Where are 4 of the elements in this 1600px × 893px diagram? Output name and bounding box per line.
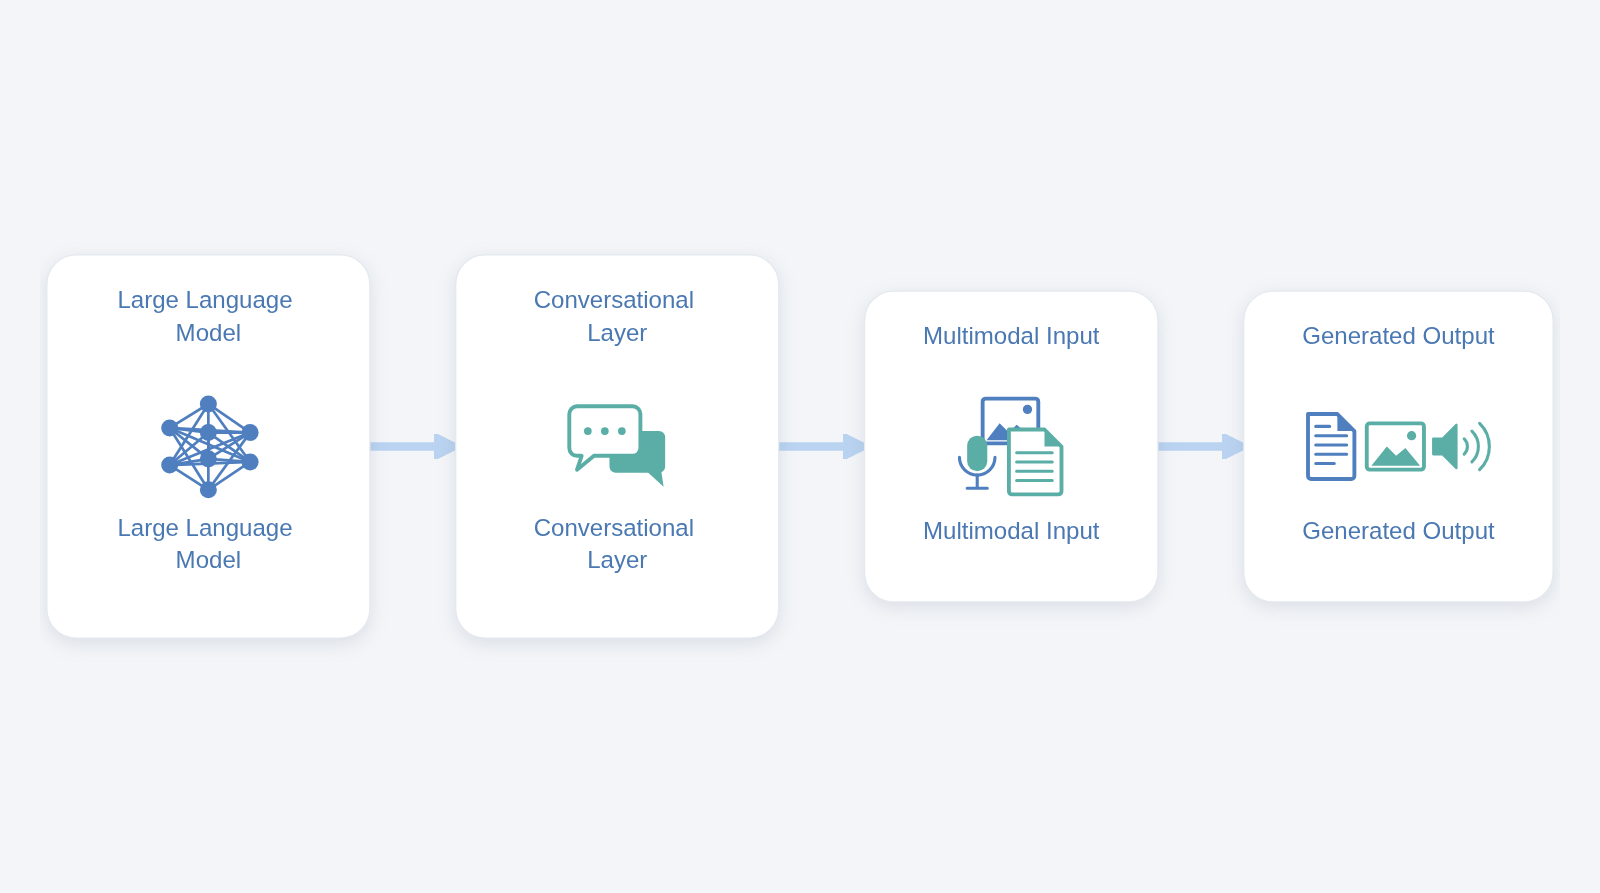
- node-box: Generated Output Generated Output: [1243, 290, 1554, 603]
- node-box: Conversational Layer Conversational Layer: [455, 254, 780, 639]
- node-box: Multimodal Input Multimodal Input: [863, 290, 1159, 603]
- node-box: Large Language Model Large Language Model: [46, 254, 371, 639]
